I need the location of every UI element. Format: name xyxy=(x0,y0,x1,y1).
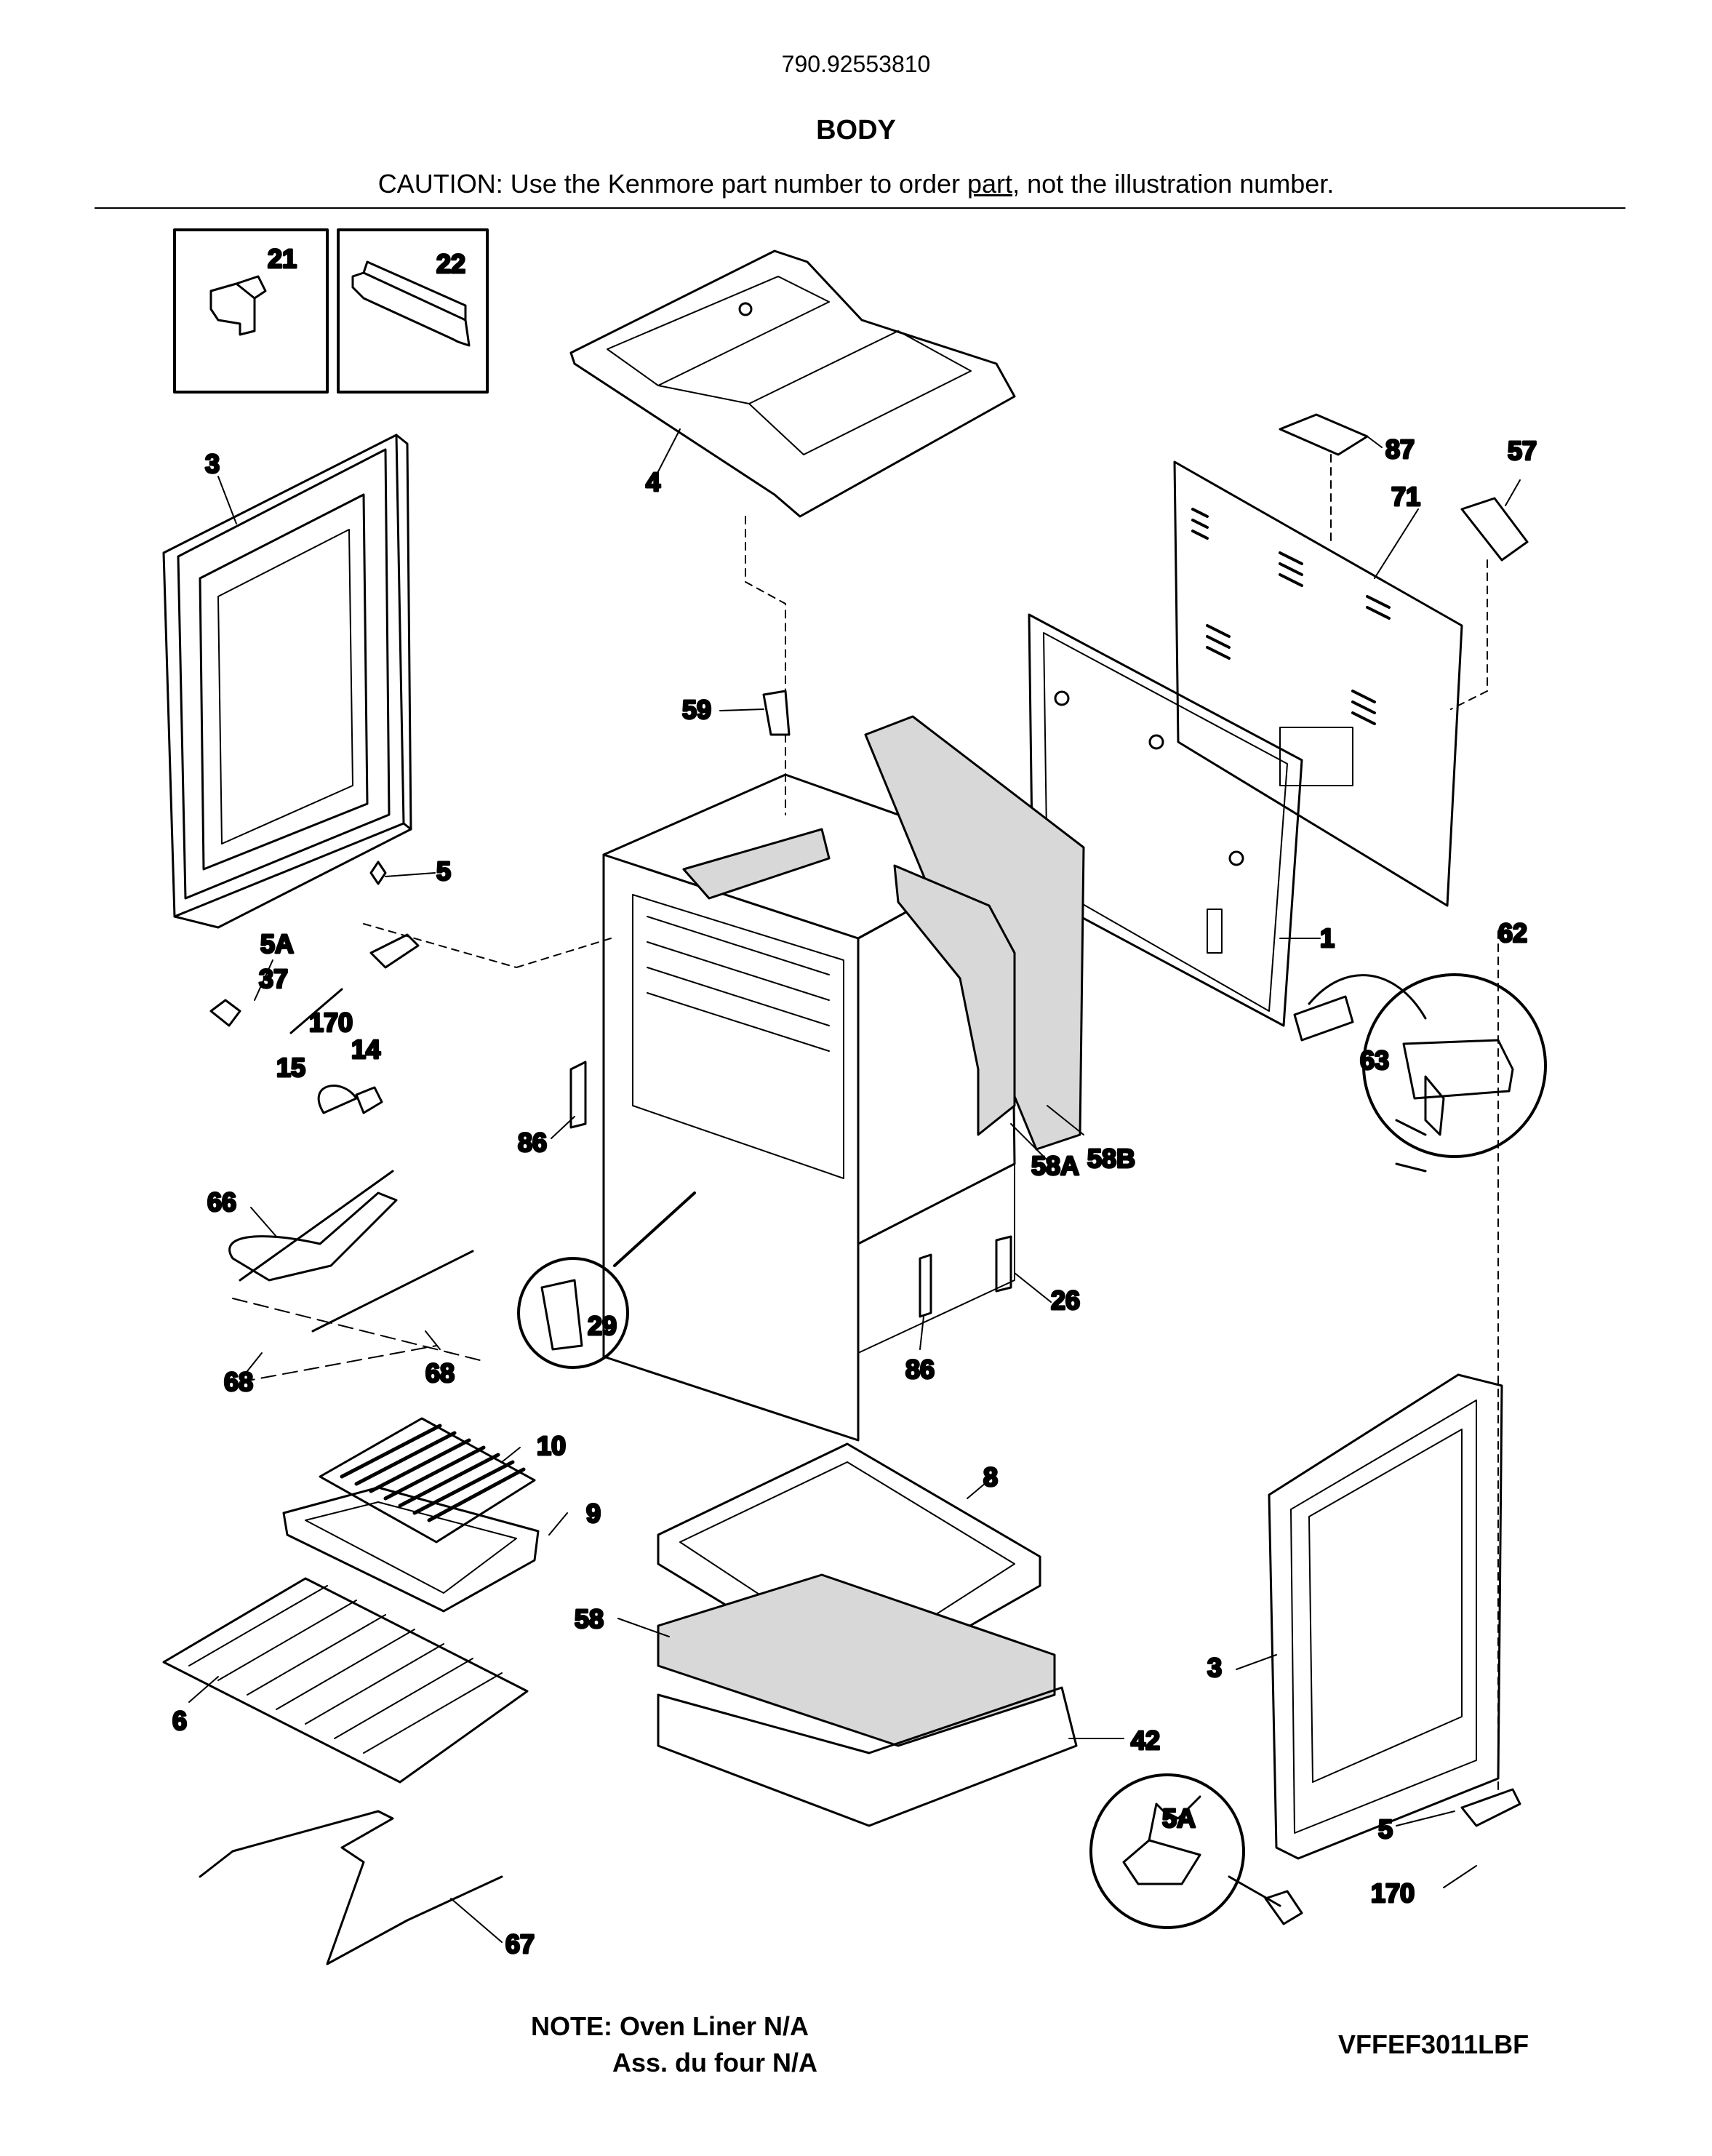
leader-lines xyxy=(188,428,1521,1943)
guide-lines xyxy=(363,454,1499,1790)
bake-element-66 xyxy=(228,1191,398,1282)
broiler-grid-10 xyxy=(319,1417,536,1544)
terminal-block xyxy=(1293,995,1354,1042)
element-rods xyxy=(239,1170,474,1333)
callout-58: 58 xyxy=(575,1604,604,1634)
oven-liner-note: NOTE: Oven Liner N/A xyxy=(531,2011,809,2041)
part-59-fitting xyxy=(762,690,791,736)
callout-67: 67 xyxy=(505,1929,535,1959)
callout-170-right: 170 xyxy=(1371,1878,1415,1908)
callout-5A-right: 5A xyxy=(1162,1803,1196,1833)
bracket-86-left xyxy=(569,1061,587,1129)
callout-10: 10 xyxy=(537,1431,566,1461)
callout-37: 37 xyxy=(259,964,288,994)
wire-37 xyxy=(289,988,343,1034)
caution-text: CAUTION: Use the Kenmore part number to … xyxy=(0,169,1712,199)
callout-1: 1 xyxy=(1320,923,1335,953)
callout-170-left: 170 xyxy=(309,1007,353,1037)
callout-42: 42 xyxy=(1131,1725,1160,1755)
callout-5A-left: 5A xyxy=(260,929,294,959)
bottom-panel-42 xyxy=(657,1686,1078,1827)
part-62-detail xyxy=(1308,973,1547,1158)
model-number: 790.92553810 xyxy=(781,51,931,77)
part-63 xyxy=(1395,1119,1427,1173)
callout-22: 22 xyxy=(436,249,465,279)
caution-underlined-word: part xyxy=(967,169,1013,199)
callout-62: 62 xyxy=(1498,918,1527,948)
caution-text-end: , not the illustration number. xyxy=(1012,169,1335,199)
oven-rack-6 xyxy=(162,1577,529,1784)
part-5A-detail xyxy=(1089,1773,1281,1929)
part-29-detail xyxy=(517,1191,696,1369)
leg-5A-left xyxy=(209,999,241,1027)
callout-63: 63 xyxy=(1360,1045,1389,1075)
callout-3-left: 3 xyxy=(205,449,220,479)
callout-5-right: 5 xyxy=(1378,1814,1393,1844)
part-57-cover xyxy=(1460,497,1529,562)
wires-68 xyxy=(232,1298,481,1383)
header-divider xyxy=(95,207,1625,209)
bracket-26 xyxy=(995,1235,1012,1293)
bake-element-67 xyxy=(199,1810,503,1965)
callout-5-left: 5 xyxy=(436,856,451,886)
callout-57: 57 xyxy=(1508,436,1537,466)
callout-86-bottom: 86 xyxy=(905,1354,935,1384)
callout-26: 26 xyxy=(1051,1285,1080,1315)
rear-panel-1 xyxy=(1028,613,1303,1027)
hinge-170-left xyxy=(369,933,420,969)
callout-21: 21 xyxy=(268,244,297,274)
callout-3-right: 3 xyxy=(1207,1653,1222,1682)
callout-87: 87 xyxy=(1385,434,1415,464)
callout-29: 29 xyxy=(588,1311,617,1341)
callout-6: 6 xyxy=(172,1706,187,1736)
caution-text-start: CAUTION: Use the Kenmore part number to … xyxy=(377,169,968,199)
part-22-inset xyxy=(337,228,489,394)
screw-5-left xyxy=(369,861,387,885)
callout-9: 9 xyxy=(586,1498,601,1528)
callout-58B: 58B xyxy=(1087,1143,1135,1173)
callout-66: 66 xyxy=(207,1187,236,1217)
callout-14: 14 xyxy=(351,1034,380,1064)
insulation-58 xyxy=(657,1573,1056,1747)
insulation-58A xyxy=(682,828,1016,1136)
oven-liner-note-french: Ass. du four N/A xyxy=(612,2048,818,2077)
leveling-leg xyxy=(1264,1890,1303,1925)
callout-8: 8 xyxy=(983,1462,998,1492)
part-21-inset xyxy=(173,228,329,394)
socket-14 xyxy=(355,1086,383,1114)
diagram-code: VFFEF3011LBF xyxy=(1338,2029,1529,2059)
callout-59: 59 xyxy=(682,695,711,724)
callout-68-right: 68 xyxy=(425,1358,455,1388)
right-side-panel xyxy=(1268,1373,1503,1860)
callout-15: 15 xyxy=(276,1053,305,1082)
rear-panel-71 xyxy=(1173,460,1463,907)
bracket-86-bottom xyxy=(919,1253,932,1318)
left-side-panel xyxy=(162,434,412,929)
callout-86-left: 86 xyxy=(518,1127,547,1157)
callout-68-left: 68 xyxy=(224,1367,253,1397)
part-87-plate xyxy=(1279,413,1369,456)
callout-58A: 58A xyxy=(1031,1151,1079,1181)
callout-4: 4 xyxy=(646,467,660,497)
top-panel xyxy=(569,249,1016,518)
broiler-pan-9 xyxy=(282,1486,540,1613)
page-title: BODY xyxy=(816,115,896,145)
bulb-15 xyxy=(317,1085,358,1114)
hinge-170-right xyxy=(1460,1788,1521,1827)
callout-71: 71 xyxy=(1391,482,1420,511)
